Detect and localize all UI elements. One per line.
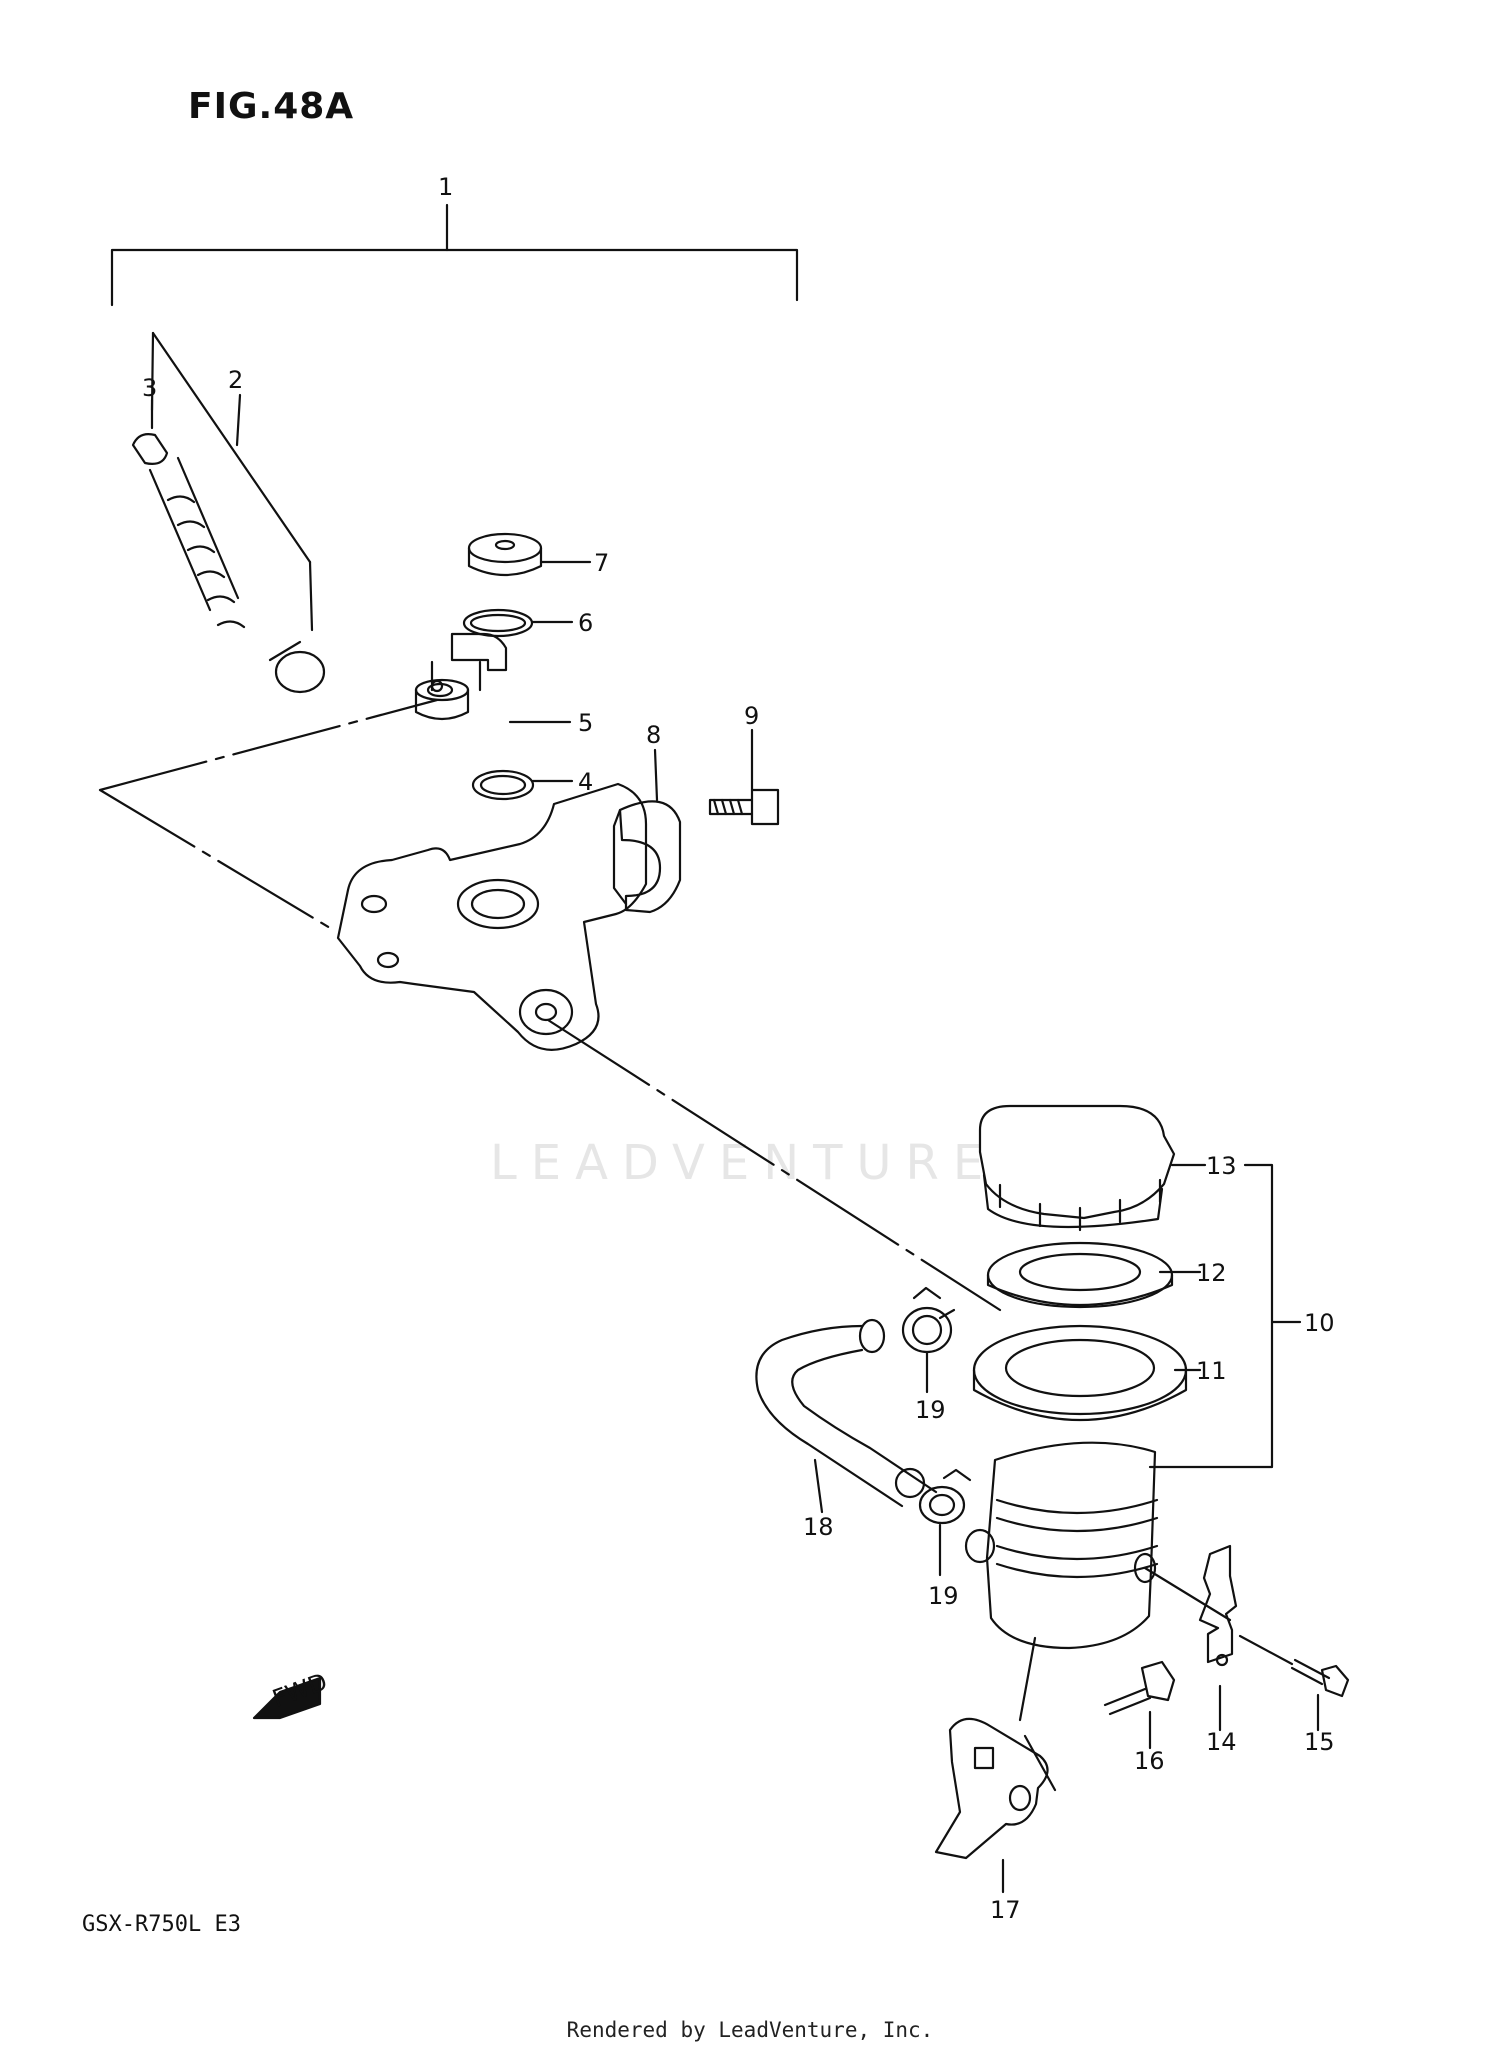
callout-3: 3	[142, 374, 157, 402]
circlip-icon	[462, 608, 534, 638]
bracket-icon	[1198, 1544, 1238, 1667]
leader-18	[813, 1458, 824, 1514]
callout-8: 8	[646, 721, 661, 749]
callout-2: 2	[228, 366, 243, 394]
cap-icon	[467, 532, 543, 576]
callout-4: 4	[578, 768, 593, 796]
reservoir-cap-icon	[978, 1104, 1176, 1232]
callout-14: 14	[1206, 1728, 1237, 1756]
holder-icon	[612, 800, 682, 914]
callout-18: 18	[803, 1513, 834, 1541]
callout-7: 7	[594, 549, 609, 577]
callout-15: 15	[1304, 1728, 1335, 1756]
reservoir-tank-icon	[964, 1441, 1159, 1650]
guide-line-upper	[98, 698, 439, 930]
clamp-upper-icon	[901, 1286, 956, 1354]
guide-line-14	[1143, 1566, 1232, 1622]
callout-9: 9	[744, 702, 759, 730]
watermark: LEADVENTURE	[490, 1135, 998, 1191]
piston-set-icon	[131, 331, 326, 694]
bolt-icon	[708, 788, 780, 826]
guide-line-17	[1018, 1636, 1057, 1792]
callout-labels: 1 2 3 4 5 6 7 8 9 10 11 12 13 14 15 16 1…	[142, 173, 1335, 1924]
callout-12: 12	[1196, 1259, 1227, 1287]
fwd-arrow-icon	[252, 1676, 322, 1720]
diaphragm-icon	[972, 1324, 1188, 1422]
bolt-16-icon	[1103, 1660, 1176, 1716]
master-cylinder-body-icon	[336, 782, 648, 1051]
plate-icon	[986, 1241, 1174, 1309]
screw-15-icon	[1290, 1658, 1350, 1698]
callout-11: 11	[1196, 1357, 1227, 1385]
clamp-lower-icon	[918, 1468, 972, 1525]
o-ring-icon	[471, 769, 535, 801]
callout-16: 16	[1134, 1747, 1165, 1775]
callout-19-upper: 19	[915, 1396, 946, 1424]
leader-2	[235, 393, 242, 447]
fig-title: FIG.48A	[188, 86, 355, 127]
footer-credit: Rendered by LeadVenture, Inc.	[566, 2018, 934, 2042]
callout-1: 1	[438, 173, 453, 201]
callout-19-lower: 19	[928, 1582, 959, 1610]
callout-10: 10	[1304, 1309, 1335, 1337]
callout-6: 6	[578, 609, 593, 637]
group-bracket-10	[1148, 1163, 1302, 1469]
stay-icon	[934, 1717, 1049, 1860]
callout-17: 17	[990, 1896, 1021, 1924]
leader-8	[653, 748, 659, 802]
assembly-bracket-1	[110, 248, 799, 307]
hose-joint-icon	[414, 632, 508, 721]
guide-line-lower	[546, 1018, 1002, 1312]
hose-icon	[755, 1318, 938, 1508]
callout-5: 5	[578, 709, 593, 737]
guide-line-15	[1238, 1634, 1294, 1666]
model-code: GSX-R750L E3	[82, 1912, 241, 1937]
callout-13: 13	[1206, 1152, 1237, 1180]
